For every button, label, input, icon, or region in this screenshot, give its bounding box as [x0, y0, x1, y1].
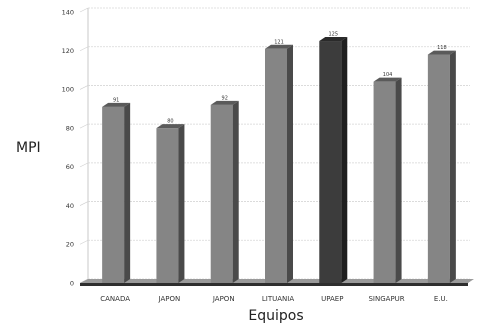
- bar-top: [265, 44, 293, 49]
- data-label: 92: [222, 95, 228, 101]
- bar: [156, 128, 179, 283]
- bar-top: [102, 102, 131, 107]
- x-tick-label: CANADA: [100, 295, 130, 303]
- data-label: 118: [437, 45, 447, 51]
- x-axis-categories: CANADA JAPON JAPON LITUANIA UPAEP SINGAPUR E.U…: [100, 295, 448, 303]
- x-tick-label: JAPON: [158, 295, 181, 303]
- y-tick-label: 100: [62, 86, 74, 94]
- x-tick-label: UPAEP: [321, 295, 343, 303]
- bar-top: [210, 100, 239, 105]
- bar-top: [427, 50, 456, 55]
- x-tick-label: JAPON: [212, 295, 235, 303]
- bar: [210, 104, 233, 284]
- data-label: 80: [167, 119, 173, 125]
- gridline-depth: [79, 240, 89, 245]
- y-tick-label: 120: [62, 47, 74, 55]
- y-axis-ticks: 0 20 40 60 80 100 120 140: [62, 8, 74, 287]
- x-tick-label: LITUANIA: [262, 295, 294, 303]
- y-tick-label: 80: [66, 124, 74, 132]
- bar-side: [449, 50, 456, 284]
- y-axis-title: MPI: [16, 140, 41, 156]
- x-tick-label: SINGAPUR: [368, 295, 404, 303]
- data-label: 125: [329, 32, 339, 38]
- bar-side: [124, 102, 131, 283]
- x-axis-title: Equipos: [248, 308, 303, 324]
- gridline-depth: [79, 7, 89, 13]
- x-tick-label: E.U.: [434, 295, 448, 303]
- data-label: 91: [113, 97, 119, 103]
- bar: [102, 106, 125, 283]
- bar: [427, 54, 450, 284]
- y-tick-label: 0: [70, 279, 74, 287]
- floor-front: [80, 283, 468, 286]
- data-label: 104: [383, 72, 393, 78]
- gridline-depth: [79, 85, 89, 90]
- bar-top: [319, 37, 348, 42]
- bar-side: [178, 124, 185, 284]
- bar-side: [232, 100, 239, 284]
- bar-side: [341, 37, 348, 284]
- bar-top: [373, 77, 402, 82]
- data-label: 121: [274, 39, 284, 45]
- bar: [265, 48, 287, 284]
- bar: [373, 81, 396, 283]
- y-tick-label: 60: [66, 163, 74, 171]
- y-tick-label: 140: [62, 8, 74, 16]
- gridline-depth: [79, 123, 89, 129]
- gridline-depth: [79, 201, 89, 206]
- bar-top: [156, 124, 185, 129]
- gridline-depth: [79, 46, 89, 51]
- bar-side: [395, 77, 402, 283]
- bar: [319, 41, 342, 284]
- y-tick-label: 40: [66, 202, 74, 210]
- bars: 91 80 92 121 125 104 118: [102, 32, 456, 284]
- bar-side: [287, 44, 293, 284]
- gridline-depth: [79, 162, 89, 168]
- y-tick-label: 20: [66, 241, 74, 249]
